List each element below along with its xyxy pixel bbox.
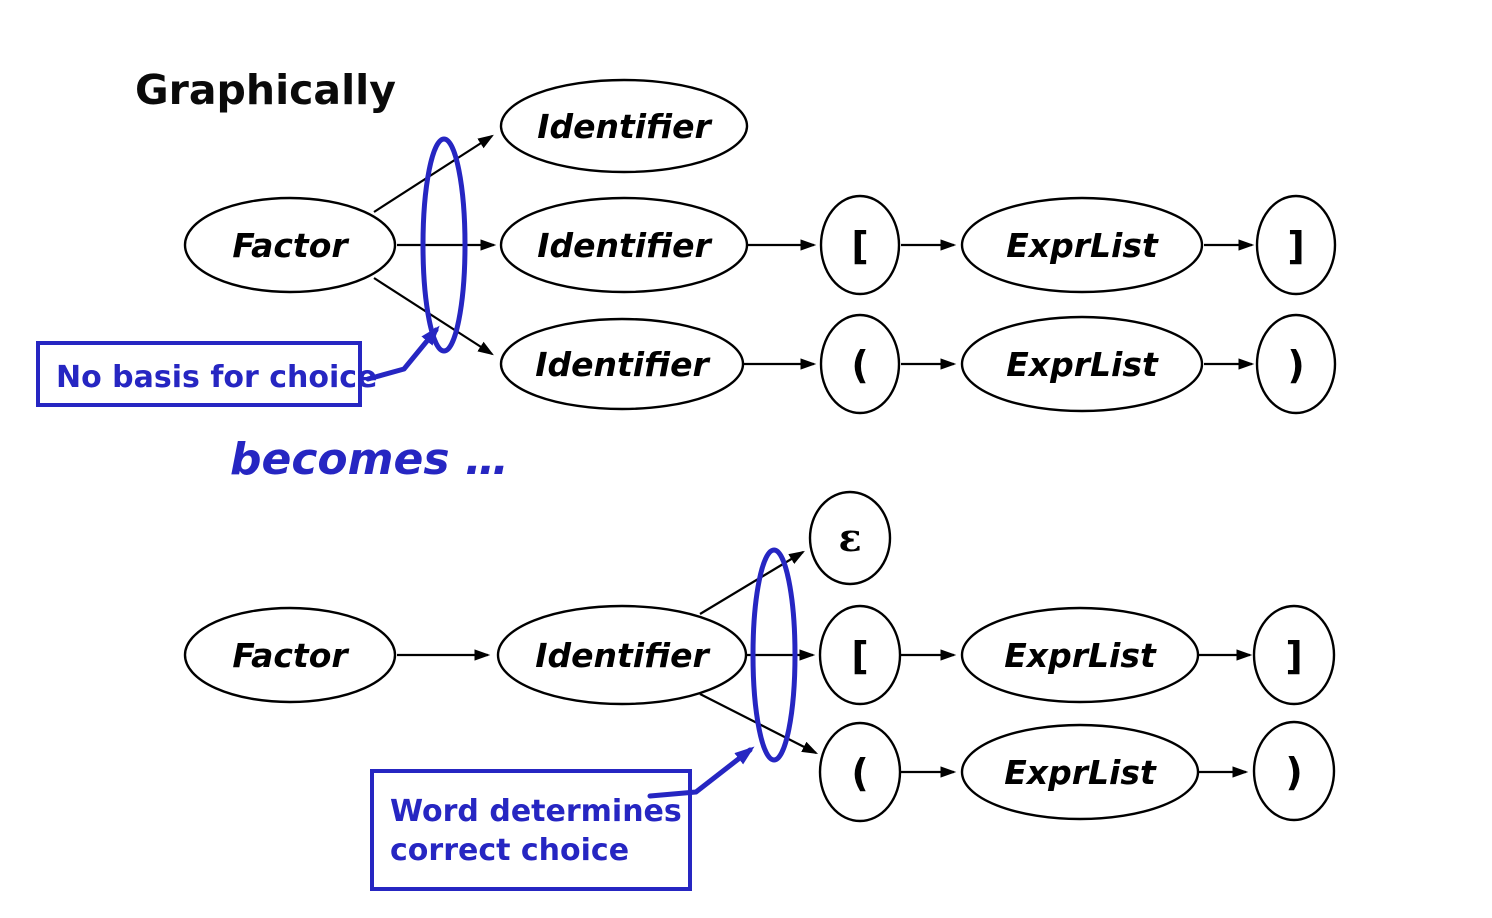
node-identifier-3-label: Identifier [535,345,710,384]
node-exprlist-1-label: ExprList [1006,226,1159,265]
node-identifier-2-label: Identifier [537,226,712,265]
node-exprlist-1 [960,606,1200,704]
node-open-bracket-label: [ [851,224,868,268]
node-close-paren [1255,313,1337,415]
node-open-paren [819,313,901,415]
no-basis-callout-text: No basis for choice [56,360,377,395]
node-open-bracket [818,604,902,706]
node-close-bracket-label: ] [1285,634,1302,678]
node-epsilon [808,490,892,586]
node-factor-label: Factor [232,636,349,675]
arrow-factor-to-identifier-3 [373,277,494,356]
node-epsilon-label: ε [838,515,861,560]
word-determines-callout-box [370,769,692,891]
node-identifier-1-label: Identifier [537,107,712,146]
node-close-bracket [1252,604,1336,706]
bottom-diagram: Factor Identifier ε [ ExprList ] ( ExprL… [183,490,1336,891]
node-open-bracket-label: [ [851,634,868,678]
node-open-paren-label: ( [851,343,868,387]
node-factor [183,606,397,704]
node-identifier [496,604,748,706]
node-identifier-1 [499,78,749,174]
choice-point-oval [420,136,468,354]
node-exprlist-2-label: ExprList [1004,753,1157,792]
no-basis-callout-arrow [365,325,440,382]
node-exprlist-1 [960,196,1204,294]
node-factor-label: Factor [232,226,349,265]
choice-point-oval [750,547,798,763]
becomes-label: becomes … [230,434,509,485]
word-determines-callout-line2: correct choice [390,833,629,868]
node-open-bracket [819,194,901,296]
node-factor [183,196,397,294]
node-exprlist-2 [960,723,1200,821]
node-close-bracket-label: ] [1287,224,1304,268]
node-open-paren [818,721,902,823]
node-close-paren-label: ) [1287,343,1304,387]
node-exprlist-2 [960,315,1204,413]
word-determines-callout-line1: Word determines [390,794,682,829]
node-close-bracket [1255,194,1337,296]
node-identifier-3 [499,317,745,411]
node-open-paren-label: ( [851,751,868,795]
node-close-paren-label: ) [1285,750,1302,794]
node-exprlist-2-label: ExprList [1006,345,1159,384]
top-diagram: Factor Identifier Identifier Identifier … [36,78,1337,415]
no-basis-callout-box [36,341,362,407]
node-identifier-2 [499,196,749,294]
node-exprlist-1-label: ExprList [1004,636,1157,675]
word-determines-callout-arrow [647,746,755,799]
page-title: Graphically [135,66,396,114]
node-close-paren [1252,720,1336,822]
node-identifier-label: Identifier [535,636,710,675]
arrow-factor-to-identifier-1 [373,134,494,213]
